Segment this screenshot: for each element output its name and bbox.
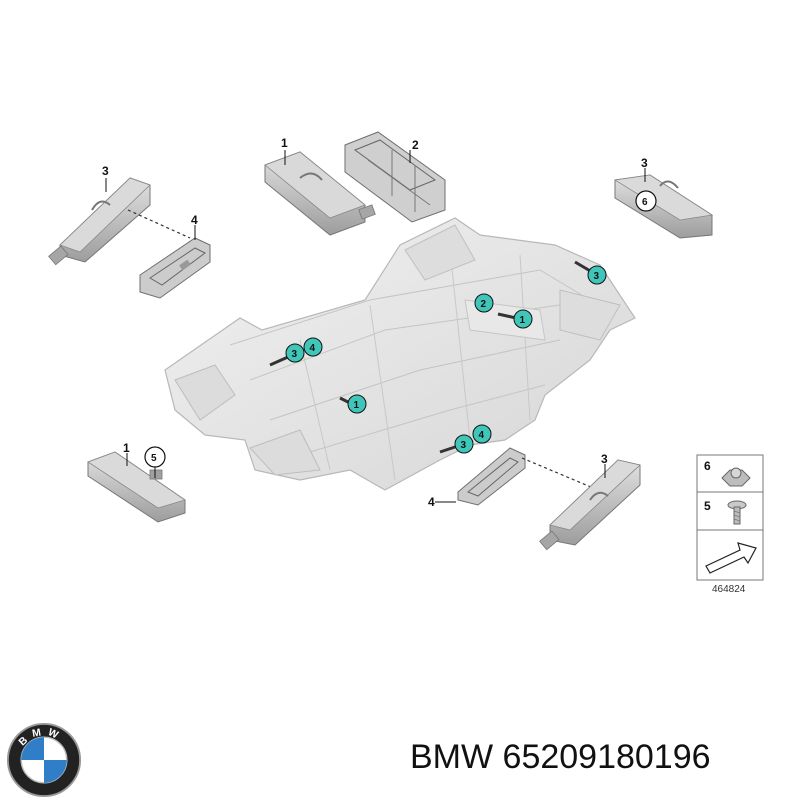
fastener-legend: 6 5 464824 <box>696 454 764 595</box>
svg-text:1: 1 <box>520 315 526 326</box>
bracket-part-4-bottom: 4 <box>428 447 599 509</box>
antenna-part-topright: 3 6 <box>613 156 714 239</box>
callout-4-front-left: 4 <box>303 337 323 357</box>
bracket-part-2: 2 <box>344 131 446 223</box>
antenna-part-top: 1 <box>264 136 376 236</box>
callout-4-side: 4 <box>472 424 492 444</box>
callout-3-side: 3 <box>454 434 474 454</box>
callout-1-front: 1 <box>347 394 367 414</box>
svg-text:4: 4 <box>479 430 485 441</box>
part-label-4-left: 4 <box>191 213 198 227</box>
bracket-part-4-left: 4 <box>139 213 211 299</box>
part-label-3-bottomright: 3 <box>601 452 608 466</box>
brand-part-number: BMW 65209180196 <box>410 738 711 776</box>
part-label-5-bottomleft: 5 <box>151 453 157 464</box>
legend-label-6: 6 <box>704 459 711 473</box>
part-label-1-bottomleft: 1 <box>123 441 130 455</box>
part-label-6-topright: 6 <box>642 197 648 208</box>
arrow-icon <box>705 542 757 574</box>
part-label-1-top: 1 <box>281 136 288 150</box>
legend-label-5: 5 <box>704 499 711 513</box>
callout-3-front-left: 3 <box>285 343 305 363</box>
part-label-2: 2 <box>412 138 419 152</box>
svg-text:3: 3 <box>292 349 298 360</box>
part-label-3-topleft: 3 <box>102 164 109 178</box>
nut-icon <box>721 467 751 487</box>
location-callouts: 3 2 1 3 4 1 3 4 <box>285 265 607 454</box>
reference-number: 464824 <box>712 584 746 595</box>
antenna-part-bottomright: 3 <box>539 452 641 551</box>
antenna-part-bottomleft: 1 5 <box>87 441 186 523</box>
car-floor-structure <box>164 217 636 491</box>
svg-text:2: 2 <box>481 299 487 310</box>
svg-text:1: 1 <box>354 400 360 411</box>
callout-2-center: 2 <box>474 293 494 313</box>
bmw-logo-icon: BMW <box>6 722 82 798</box>
screw-icon <box>727 500 747 525</box>
callout-1-center: 1 <box>513 309 533 329</box>
svg-text:3: 3 <box>594 271 600 282</box>
part-label-3-topright: 3 <box>641 156 648 170</box>
part-label-4-bottom: 4 <box>428 495 435 509</box>
svg-text:3: 3 <box>461 440 467 451</box>
callout-3-rear-right: 3 <box>587 265 607 285</box>
svg-text:4: 4 <box>310 343 316 354</box>
antenna-part-topleft: 3 <box>48 164 191 266</box>
